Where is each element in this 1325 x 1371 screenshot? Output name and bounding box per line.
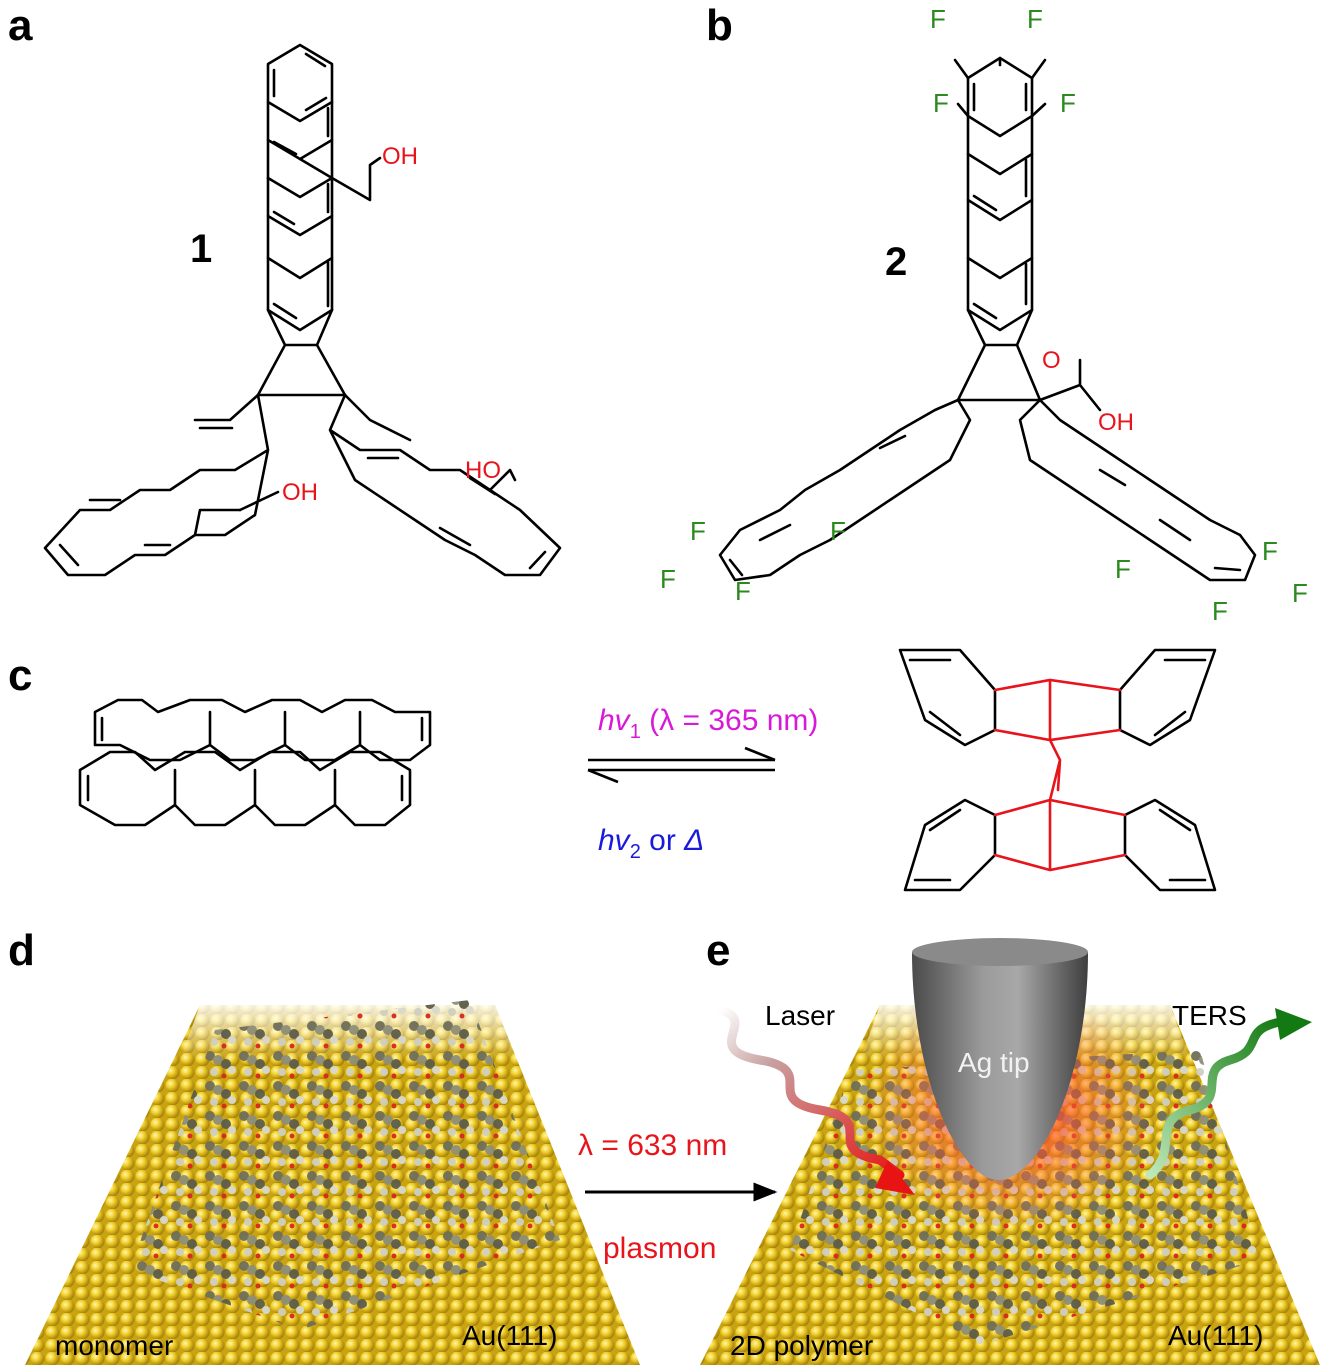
compound-2-structure: 2 O OH F F F F F F F F F F F F <box>660 4 1308 626</box>
compound-2-number: 2 <box>885 240 907 284</box>
monomer-network <box>130 1000 560 1330</box>
panel-label-e: e <box>706 926 730 975</box>
fluorine-atom: F <box>660 564 676 594</box>
laser-label: Laser <box>765 1000 835 1031</box>
plasmon-reaction: λ = 633 nm plasmon <box>578 1129 778 1265</box>
laser-beam <box>715 1005 905 1180</box>
compound-1-structure: 1 OH OH HO <box>43 43 562 577</box>
au111-label-d: Au(111) <box>462 1320 557 1351</box>
forward-condition: hv1 (λ = 365 nm) <box>598 704 818 743</box>
compound-1-number: 1 <box>190 227 212 271</box>
fluorine-atom: F <box>1027 4 1043 34</box>
plasmon-label: plasmon <box>603 1232 716 1265</box>
panel-label-b: b <box>706 1 733 50</box>
fluorine-atom: F <box>933 88 949 118</box>
compound-2-acid-oh: OH <box>1098 409 1134 436</box>
anthracene-pair <box>78 698 432 827</box>
reaction-equilibrium: hv1 (λ = 365 nm) hv2 or Δ <box>587 704 818 863</box>
wavelength-label: λ = 633 nm <box>578 1129 727 1162</box>
compound-1-oh-top: OH <box>382 143 418 170</box>
compound-1-ho-right: HO <box>465 457 501 484</box>
fluorine-atom: F <box>1060 88 1076 118</box>
compound-1-oh-left: OH <box>282 479 318 506</box>
panel-label-a: a <box>8 1 33 50</box>
monomer-scene: monomer Au(111) <box>25 1000 640 1365</box>
monomer-label: monomer <box>55 1330 173 1361</box>
compound-2-carbonyl-o: O <box>1042 347 1061 374</box>
ters-label: TERS <box>1172 1000 1247 1031</box>
fluorine-atom: F <box>1262 536 1278 566</box>
fluorine-atom: F <box>735 576 751 606</box>
dimer-structure <box>898 648 1217 892</box>
ag-tip-label: Ag tip <box>958 1047 1030 1078</box>
ag-tip <box>912 952 1088 1180</box>
reverse-condition: hv2 or Δ <box>598 824 704 863</box>
ters-beam <box>1145 1017 1285 1180</box>
polymer-label: 2D polymer <box>730 1330 873 1361</box>
fluorine-atom: F <box>1292 578 1308 608</box>
fluorine-atom: F <box>930 4 946 34</box>
fluorine-atom: F <box>1115 554 1131 584</box>
au111-label-e: Au(111) <box>1168 1320 1263 1351</box>
fluorine-atom: F <box>1212 596 1228 626</box>
fluorine-atom: F <box>690 516 706 546</box>
panel-label-d: d <box>8 926 35 975</box>
fluorine-atom: F <box>830 516 846 546</box>
panel-label-c: c <box>8 651 32 700</box>
ters-scene: Ag tip Laser TERS 2D polymer Au(111) <box>700 938 1320 1365</box>
